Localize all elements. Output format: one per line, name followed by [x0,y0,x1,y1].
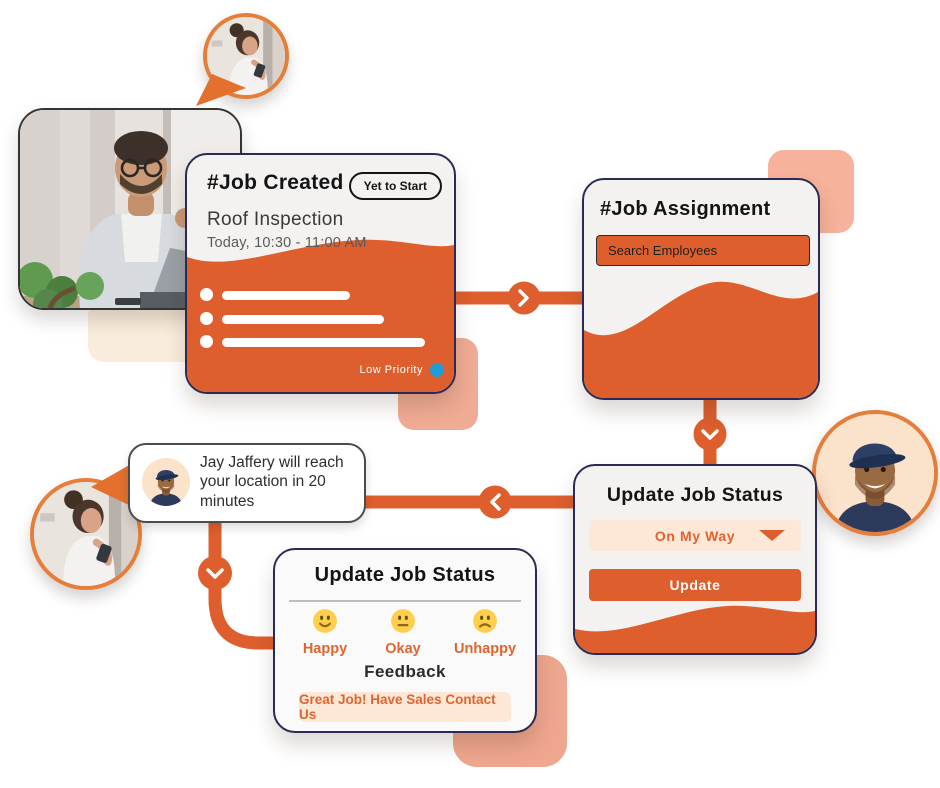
feedback-option-label: Unhappy [453,641,517,657]
feedback-option-happy[interactable]: Happy [293,608,357,657]
unhappy-emoji-icon [473,609,497,633]
status-dropdown-value: On My Way [654,527,736,544]
priority-label: Low Priority [359,364,423,376]
update-job-status-card: Update Job Status On My Way Update [573,464,817,655]
card-wave [584,281,818,398]
feedback-result-banner[interactable]: Great Job! Have Sales Contact Us [299,692,511,722]
priority-indicator: Low Priority [360,363,444,377]
chevron-left-icon [478,485,512,519]
happy-emoji-icon [313,609,337,633]
status-dropdown[interactable]: On My Way [589,520,801,551]
okay-emoji-icon [391,609,415,633]
job-schedule: Today, 10:30 - 11:00 AM [207,235,367,251]
job-name: Roof Inspection [207,209,344,230]
update-button[interactable]: Update [589,569,801,601]
card-title: #Job Created [207,171,344,194]
card-wave [575,605,815,653]
job-created-card: #Job Created Yet to Start Roof Inspectio… [185,153,456,394]
feedback-option-label: Okay [385,641,421,657]
search-employees-input[interactable] [596,235,810,266]
feedback-card: Update Job Status Happy Okay [273,548,537,733]
card-title: #Job Assignment [600,198,771,220]
feedback-option-unhappy[interactable]: Unhappy [441,608,529,657]
list-bullet [200,288,213,301]
list-line [222,291,350,300]
customer-mobile-avatar [30,478,142,590]
divider [289,600,521,602]
card-title: Update Job Status [314,564,496,586]
list-line [222,338,425,347]
notification-message: Jay Jaffery will reach your location in … [200,454,344,510]
dropdown-arrow-icon [759,530,785,541]
list-bullet [200,312,213,325]
customer-mobile-avatar [203,13,289,99]
chevron-down-icon [198,556,232,590]
chevron-down-icon [693,417,727,451]
card-title: Update Job Status [606,484,784,506]
feedback-option-okay[interactable]: Okay [371,608,435,657]
technician-avatar [812,410,938,536]
job-assignment-card: #Job Assignment [582,178,820,400]
chevron-right-icon [507,281,541,315]
list-line [222,315,384,324]
status-badge: Yet to Start [348,172,442,200]
feedback-section-label: Feedback [364,662,446,681]
priority-dot-icon [430,363,444,377]
notification-bubble: Jay Jaffery will reach your location in … [128,443,366,523]
technician-avatar [142,458,190,506]
feedback-option-label: Happy [302,641,348,657]
list-bullet [200,335,213,348]
